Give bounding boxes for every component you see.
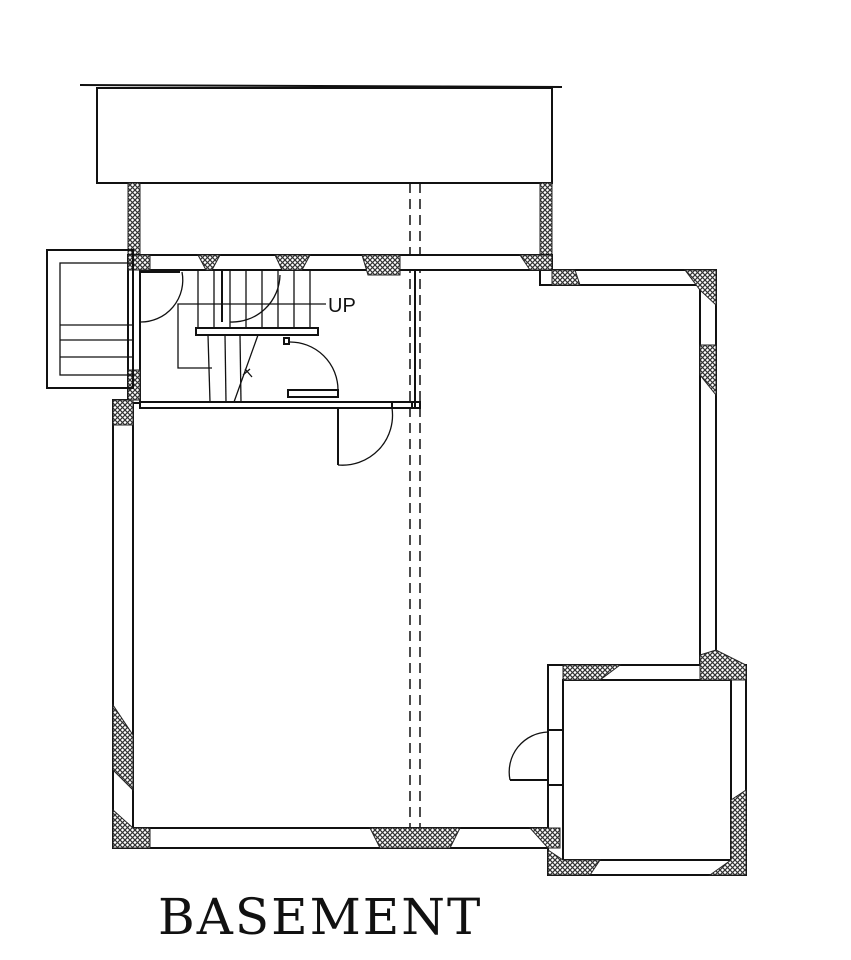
walls <box>112 182 747 876</box>
doors <box>139 270 563 786</box>
exterior-steps <box>46 249 134 389</box>
door-small-room[interactable] <box>508 729 563 786</box>
beam-line <box>409 183 421 840</box>
plan-title: BASEMENT <box>158 888 483 946</box>
door-utility[interactable] <box>283 337 339 391</box>
door-stair-upper[interactable] <box>221 270 281 323</box>
porch <box>79 84 563 184</box>
stairs: UP <box>139 270 421 409</box>
stairs-up-label: UP <box>328 295 356 317</box>
door-entry[interactable] <box>139 271 184 323</box>
door-main[interactable] <box>337 401 413 466</box>
